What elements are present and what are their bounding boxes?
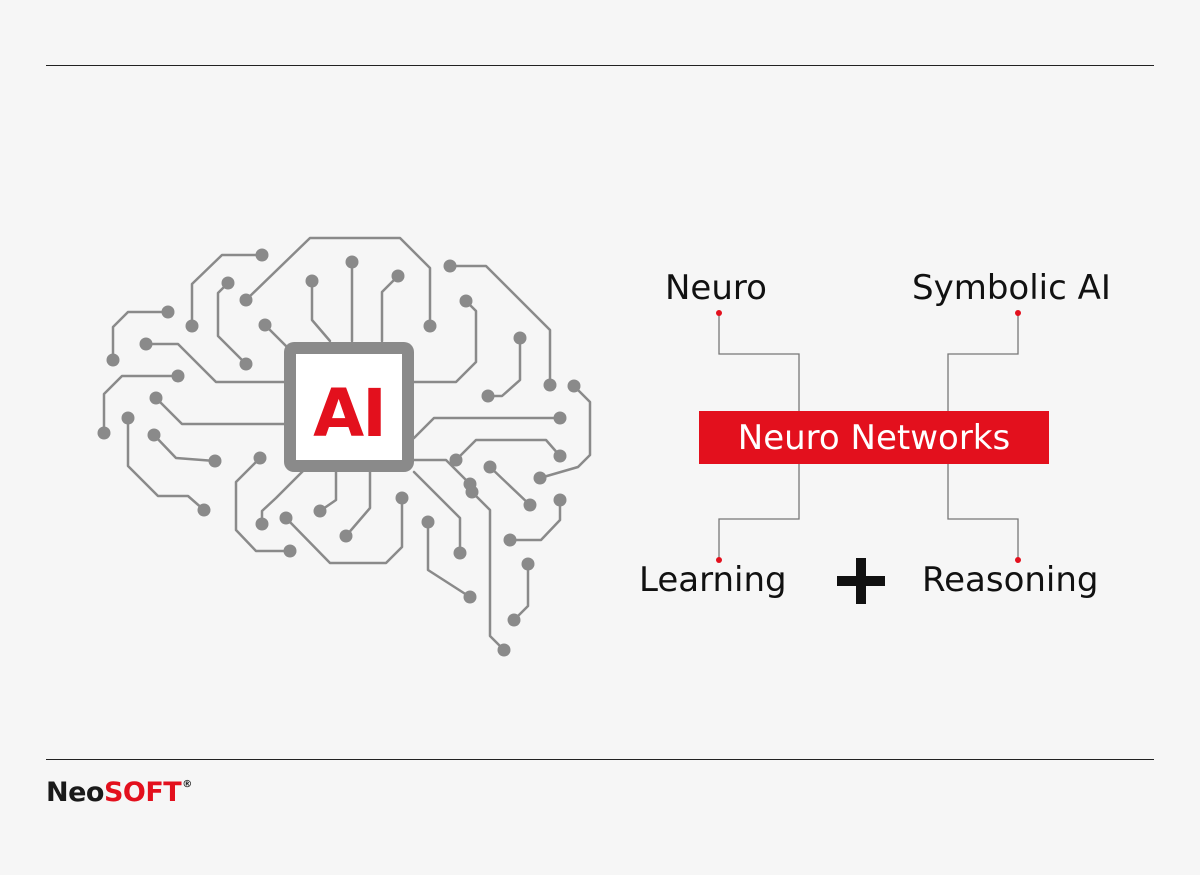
circuit-node bbox=[255, 248, 269, 262]
ai-chip-face bbox=[296, 354, 402, 460]
circuit-node bbox=[149, 391, 163, 405]
circuit-node bbox=[395, 491, 409, 505]
neosoft-logo: NeoSOFT® bbox=[46, 779, 192, 806]
plus-icon bbox=[837, 558, 885, 604]
circuit-node bbox=[483, 460, 497, 474]
circuit-node bbox=[459, 294, 473, 308]
connector-dot-reasoning bbox=[1015, 557, 1021, 563]
circuit-traces bbox=[102, 236, 592, 652]
circuit-node bbox=[221, 276, 235, 290]
registered-mark-icon: ® bbox=[182, 779, 192, 790]
circuit-node bbox=[239, 293, 253, 307]
circuit-node bbox=[421, 515, 435, 529]
connector-dot-symbolic bbox=[1015, 310, 1021, 316]
label-learning: Learning bbox=[639, 560, 787, 600]
circuit-node bbox=[339, 529, 353, 543]
connector-symbolic bbox=[947, 313, 1019, 411]
circuit-node bbox=[553, 411, 567, 425]
circuit-node bbox=[523, 498, 537, 512]
circuit-node bbox=[147, 428, 161, 442]
logo-soft-text: SOFT bbox=[103, 777, 182, 808]
label-reasoning: Reasoning bbox=[922, 560, 1099, 600]
ai-chip-label: AI bbox=[313, 375, 385, 452]
circuit-node bbox=[258, 318, 272, 332]
circuit-node bbox=[481, 389, 495, 403]
circuit-nodes bbox=[97, 248, 581, 657]
circuit-node bbox=[197, 503, 211, 517]
circuit-node bbox=[255, 517, 269, 531]
circuit-node bbox=[391, 269, 405, 283]
bottom-divider bbox=[46, 759, 1154, 760]
circuit-node bbox=[553, 449, 567, 463]
circuit-node bbox=[239, 357, 253, 371]
circuit-node bbox=[106, 353, 120, 367]
circuit-node bbox=[253, 451, 267, 465]
circuit-node bbox=[305, 274, 319, 288]
circuit-node bbox=[463, 590, 477, 604]
circuit-node bbox=[171, 369, 185, 383]
connector-neuro bbox=[718, 313, 800, 411]
connector-reasoning bbox=[947, 464, 1019, 560]
circuit-node bbox=[313, 504, 327, 518]
circuit-node bbox=[208, 454, 222, 468]
connector-dot-neuro bbox=[716, 310, 722, 316]
top-divider bbox=[46, 65, 1154, 66]
circuit-node bbox=[553, 493, 567, 507]
circuit-node bbox=[283, 544, 297, 558]
neuro-networks-label: Neuro Networks bbox=[737, 417, 1011, 458]
neuro-networks-box: Neuro Networks bbox=[699, 411, 1049, 464]
circuit-node bbox=[533, 471, 547, 485]
circuit-node bbox=[497, 643, 511, 657]
connector-learning bbox=[718, 464, 800, 560]
brain-circuit-illustration: AI bbox=[97, 236, 592, 657]
circuit-node bbox=[507, 613, 521, 627]
label-symbolic-ai: Symbolic AI bbox=[912, 268, 1111, 308]
circuit-node bbox=[453, 546, 467, 560]
circuit-node bbox=[543, 378, 557, 392]
circuit-node bbox=[139, 337, 153, 351]
circuit-node bbox=[121, 411, 135, 425]
circuit-node bbox=[513, 331, 527, 345]
label-neuro: Neuro bbox=[665, 268, 767, 308]
circuit-node bbox=[279, 511, 293, 525]
circuit-node bbox=[463, 477, 477, 491]
connector-dot-learning bbox=[716, 557, 722, 563]
circuit-node bbox=[503, 533, 517, 547]
logo-neo-text: Neo bbox=[46, 777, 104, 808]
circuit-node bbox=[97, 426, 111, 440]
circuit-node bbox=[521, 557, 535, 571]
circuit-node bbox=[423, 319, 437, 333]
circuit-node bbox=[449, 453, 463, 467]
circuit-node bbox=[345, 255, 359, 269]
circuit-node bbox=[443, 259, 457, 273]
circuit-node bbox=[567, 379, 581, 393]
circuit-node bbox=[161, 305, 175, 319]
circuit-node bbox=[185, 319, 199, 333]
